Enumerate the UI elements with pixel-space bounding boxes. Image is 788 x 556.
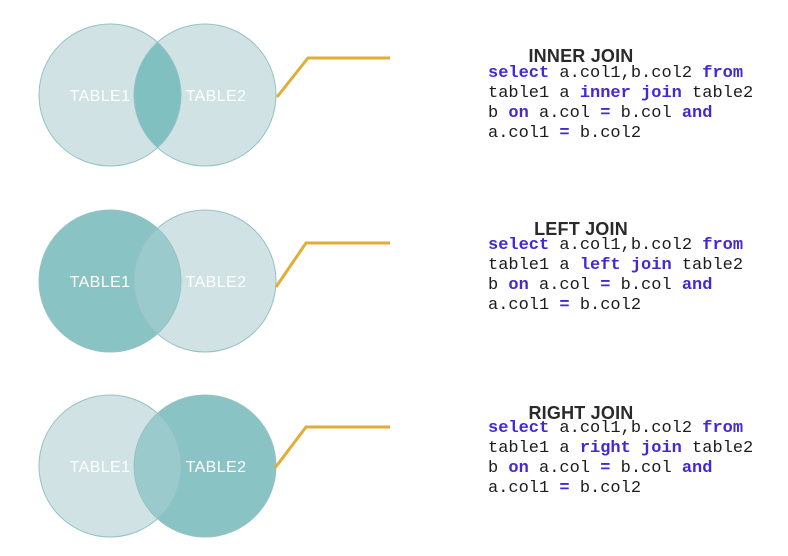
- sql-keyword: and: [681, 104, 713, 123]
- sql-text: b.col: [620, 104, 682, 123]
- venn-diagrams-layer: TABLE1 TABLE2 TABLE1 TABLE2 TABLE1 TABLE…: [38, 23, 390, 538]
- sql-keyword: =: [600, 104, 621, 123]
- sql-keyword: =: [600, 459, 621, 478]
- left-table1-label: TABLE1: [70, 274, 131, 291]
- sql-text: b: [488, 104, 509, 123]
- sql-text: b.col2: [579, 124, 642, 143]
- sql-text: a.col1: [488, 479, 560, 498]
- sql-text: table1 a: [488, 84, 580, 103]
- sql-keyword: =: [559, 479, 580, 498]
- sql-keyword: =: [559, 296, 580, 315]
- sql-text: b: [488, 276, 509, 295]
- sql-keyword: select: [488, 419, 560, 438]
- sql-text: table2: [692, 439, 754, 458]
- sql-text: a.col: [539, 104, 601, 123]
- inner-table2-outline: [133, 23, 277, 167]
- code-line: select a.col1,b.col2 from: [488, 419, 753, 439]
- code-line: select a.col1,b.col2 from: [488, 64, 753, 84]
- sql-text: a.col1,b.col2: [559, 419, 703, 438]
- sql-text: b.col2: [579, 296, 642, 315]
- code-line: b on a.col = b.col and: [488, 276, 743, 296]
- left-table2-label: TABLE2: [186, 274, 247, 291]
- code-line: select a.col1,b.col2 from: [488, 236, 743, 256]
- left-table1-outline: [38, 209, 182, 353]
- sql-keyword: from: [702, 419, 744, 438]
- left-connector-line: [274, 241, 390, 288]
- sql-text: a.col: [539, 276, 601, 295]
- inner-overlap-region: [134, 24, 181, 166]
- code-line: a.col1 = b.col2: [488, 124, 753, 144]
- sql-keyword: select: [488, 236, 560, 255]
- right-join-title: RIGHT JOIN: [528, 402, 634, 423]
- sql-text: a.col1,b.col2: [559, 236, 703, 255]
- sql-keyword: on: [508, 276, 540, 295]
- sql-keyword: select: [488, 64, 560, 83]
- right-table1-label: TABLE1: [70, 459, 131, 476]
- code-line: table1 a inner join table2: [488, 84, 753, 104]
- sql-text: b.col: [620, 459, 682, 478]
- sql-text: a.col1,b.col2: [559, 64, 703, 83]
- sql-keyword: right join: [579, 439, 693, 458]
- sql-text: table1 a: [488, 439, 580, 458]
- venn-left-join: TABLE1 TABLE2: [38, 209, 390, 353]
- inner-connector-line: [275, 56, 390, 98]
- sql-text: a.col1: [488, 124, 560, 143]
- code-line: table1 a left join table2: [488, 256, 743, 276]
- inner-join-title: INNER JOIN: [528, 45, 634, 66]
- sql-text: table2: [681, 256, 744, 275]
- code-line: a.col1 = b.col2: [488, 479, 753, 499]
- code-line: table1 a right join table2: [488, 439, 753, 459]
- sql-text: b.col2: [579, 479, 642, 498]
- sql-keyword: and: [681, 276, 713, 295]
- right-connector-line: [273, 425, 390, 469]
- sql-text: b.col: [620, 276, 682, 295]
- sql-keyword: =: [559, 124, 580, 143]
- sql-text: b: [488, 459, 509, 478]
- left-table2-outline: [133, 209, 277, 353]
- sql-text: a.col1: [488, 296, 560, 315]
- code-line: b on a.col = b.col and: [488, 104, 753, 124]
- right-table2-label: TABLE2: [186, 459, 247, 476]
- venn-inner-join: TABLE1 TABLE2: [38, 23, 390, 167]
- sql-keyword: left join: [579, 256, 682, 275]
- code-line: b on a.col = b.col and: [488, 459, 753, 479]
- left-overlap-region: [134, 210, 181, 352]
- inner-table1-outline: [38, 23, 182, 167]
- sql-keyword: =: [600, 276, 621, 295]
- inner-table1-label: TABLE1: [70, 88, 131, 105]
- sql-keyword: on: [508, 104, 540, 123]
- inner-table2-label: TABLE2: [186, 88, 247, 105]
- venn-right-join: TABLE1 TABLE2: [38, 394, 390, 538]
- sql-text: table2: [692, 84, 754, 103]
- right-overlap-region: [134, 395, 181, 537]
- code-line: a.col1 = b.col2: [488, 296, 743, 316]
- sql-text: table1 a: [488, 256, 580, 275]
- sql-keyword: on: [508, 459, 540, 478]
- sql-keyword: and: [681, 459, 713, 478]
- sql-keyword: from: [702, 236, 744, 255]
- left-join-title: LEFT JOIN: [534, 218, 628, 239]
- right-table1-outline: [38, 394, 182, 538]
- sql-text: a.col: [539, 459, 601, 478]
- sql-keyword: inner join: [579, 84, 693, 103]
- sql-keyword: from: [702, 64, 744, 83]
